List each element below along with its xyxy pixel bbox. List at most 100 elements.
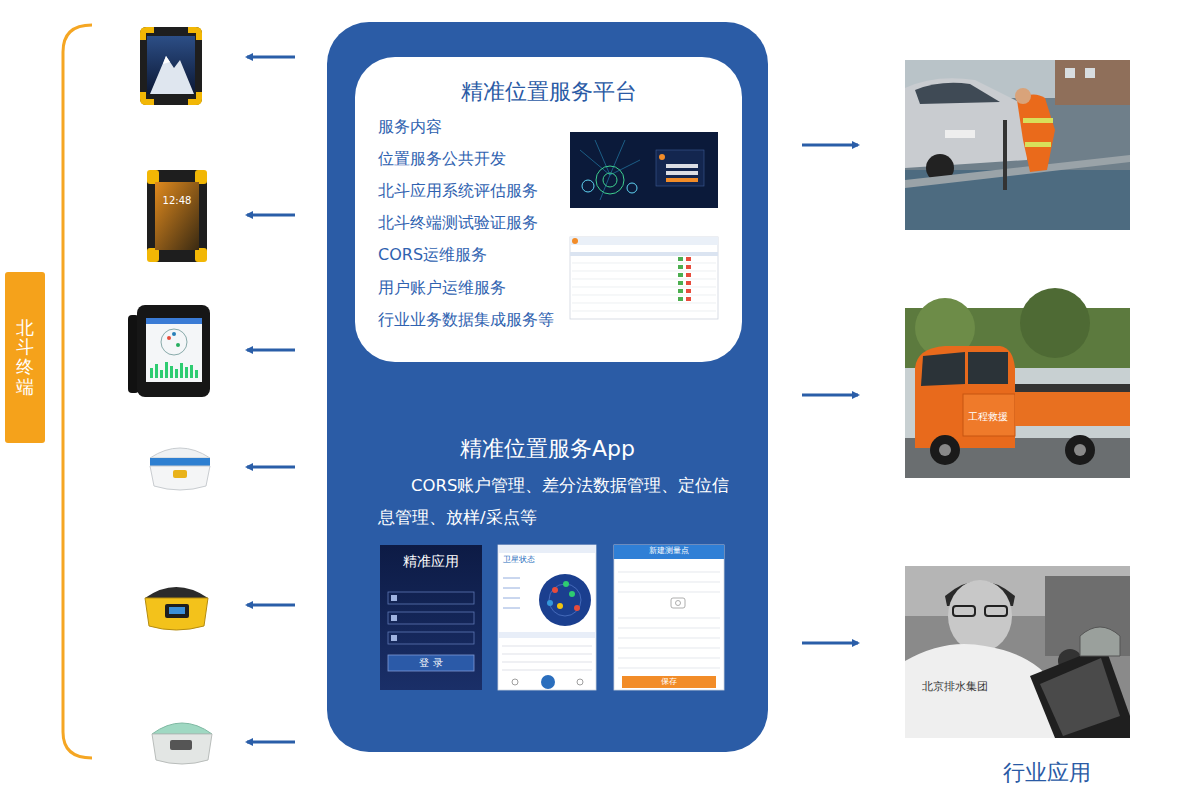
photo-worker-part [1080,627,1120,656]
phone-newpoint-part [671,598,685,608]
rugged-phone-part [147,36,195,94]
photo-truck [905,288,1130,478]
arrow-part [247,349,295,352]
rugged-phone [147,170,207,262]
label-text: 12:48 [155,195,199,207]
node-text: 北斗终端测试验证服务 [378,213,568,233]
table-shot [570,237,718,319]
phone-satellite-part [577,679,583,685]
arrow-part [802,394,858,397]
arrow [247,57,295,742]
phone-satellite-part [498,545,596,690]
gnss-receiver-part [173,470,187,478]
phone-satellite-part [498,632,596,638]
table-shot-part [570,252,718,256]
phone-satellite-part [574,605,580,611]
phone-satellite-part [539,574,591,626]
rugged-phone-part [163,56,170,64]
photo-street-part [905,78,1030,168]
table-shot-part [570,237,718,319]
photo-truck-part [939,444,951,456]
handheld-phone-part [146,318,202,382]
photo-street-part [1003,120,1007,190]
photo-truck-part [1015,390,1130,426]
photo-truck-part [963,394,1015,436]
dashboard-shot-part [666,171,698,175]
phone-satellite-part [549,584,581,616]
handheld-phone-part-part [195,370,198,378]
phone-satellite-part [552,587,558,593]
node-text: 服务内容 [378,117,568,137]
node-text: 精准位置服务平台 [355,77,742,107]
node-text: 行业业务数据集成服务等 [378,310,568,330]
table-shot-part-part [678,257,683,261]
photo-street [905,60,1130,230]
phone-satellite-part-part [503,588,520,589]
phone-satellite-part [498,545,596,553]
photo-truck-part [1015,384,1130,392]
photo-worker-part [953,606,975,616]
label-text: 登 录 [380,657,482,669]
table-shot-part-part [678,281,683,285]
label-text: 保存 [614,677,724,687]
phone-newpoint-part-part [618,592,720,593]
arrow-part [802,144,858,147]
photo-worker-part [985,606,1007,616]
rugged-phone-part [155,182,199,250]
photo-truck-part [1065,435,1095,465]
photo-street-part [915,83,1000,104]
handheld-phone-part [150,362,198,378]
rugged-phone-part [195,248,207,262]
photo-street-part [1025,142,1051,147]
label-text: 卫星状态 [503,555,563,565]
dashboard-shot-part [666,178,698,182]
phone-newpoint-part-part [618,582,720,583]
photo-worker-part [948,580,1012,652]
photo-street-part [905,155,1130,188]
arrow-part [247,56,295,59]
dashboard-shot-part [580,140,640,200]
phone-satellite-part [569,591,575,597]
handheld-phone-part [137,305,210,397]
table-shot-part-part [572,295,716,296]
table-shot-part-part [686,265,691,269]
phone-satellite-part [502,646,592,670]
photo-worker [905,566,1130,738]
photo-truck-part [915,346,1015,448]
node-text: 北斗终端 [16,318,34,397]
table-shot-part [572,238,578,244]
phone-satellite [498,545,596,690]
table-shot-part-part [572,311,716,312]
dashboard-shot-part-part [595,140,610,175]
node-box: 精准位置服务AppCORS账户管理、差分法数据管理、定位信息管理、放样/采点等 [327,22,768,752]
label-text: 行业应用 [1003,760,1103,786]
node-text: 北斗应用系统评估服务 [378,181,568,201]
phone-login-part [388,612,474,624]
node-text: 用户账户运维服务 [378,278,568,298]
label-text: 工程救援 [963,411,1013,423]
phone-newpoint-part-part [618,658,720,659]
photo-street-part [905,60,1130,230]
handheld-phone-part [176,343,180,347]
label-text: 精准应用 [380,553,482,570]
node-box: 北斗终端 [5,272,45,443]
photo-truck-part [921,352,965,386]
table-shot-part [678,257,683,301]
phone-newpoint-part [676,601,681,606]
handheld-phone-part-part [170,366,173,378]
table-shot-part-part [686,257,691,261]
handheld-phone-part-part [155,364,158,378]
dashboard-shot-part [656,150,704,186]
gnss-receiver-part [150,448,210,458]
handheld-phone-part [161,329,187,355]
phone-newpoint-part [614,545,724,690]
handheld-phone-part-part [175,369,178,378]
handheld-phone [128,305,210,397]
table-shot-part-part [572,287,716,288]
phone-newpoint-part-part [618,618,720,619]
handheld-phone-part-part [190,365,193,378]
dashboard-shot-part [603,173,617,187]
table-shot-part [570,237,718,245]
photo-street-part [1023,118,1053,123]
phone-login-part [391,595,397,601]
